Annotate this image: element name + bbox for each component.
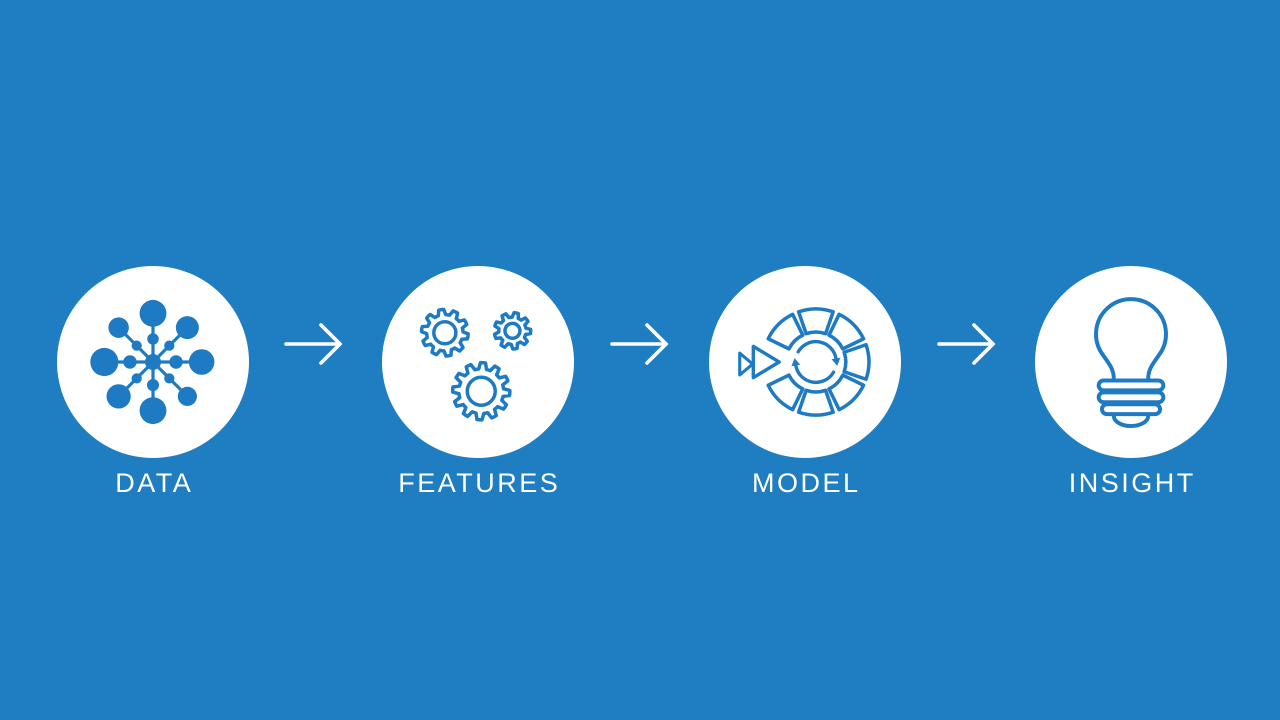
step-insight: INSIGHT [1035,266,1227,499]
gears-icon [419,307,533,422]
right-arrow-icon [284,323,343,365]
insight-circle [1035,266,1227,458]
data-label: DATA [115,468,194,498]
step-features: FEATURES [382,266,574,499]
lightbulb-icon [1094,297,1168,428]
network-nodes-icon [90,299,215,425]
model-circle [709,266,901,458]
right-arrow-icon [610,323,669,365]
step-model: MODEL [709,266,901,499]
data-circle [57,266,249,458]
features-label: FEATURES [398,468,561,498]
features-circle [382,266,574,458]
model-label: MODEL [751,468,861,498]
insight-label: INSIGHT [1068,468,1196,498]
step-data: DATA [57,266,249,499]
cycle-wheel-icon [738,307,871,417]
right-arrow-icon [937,323,996,365]
